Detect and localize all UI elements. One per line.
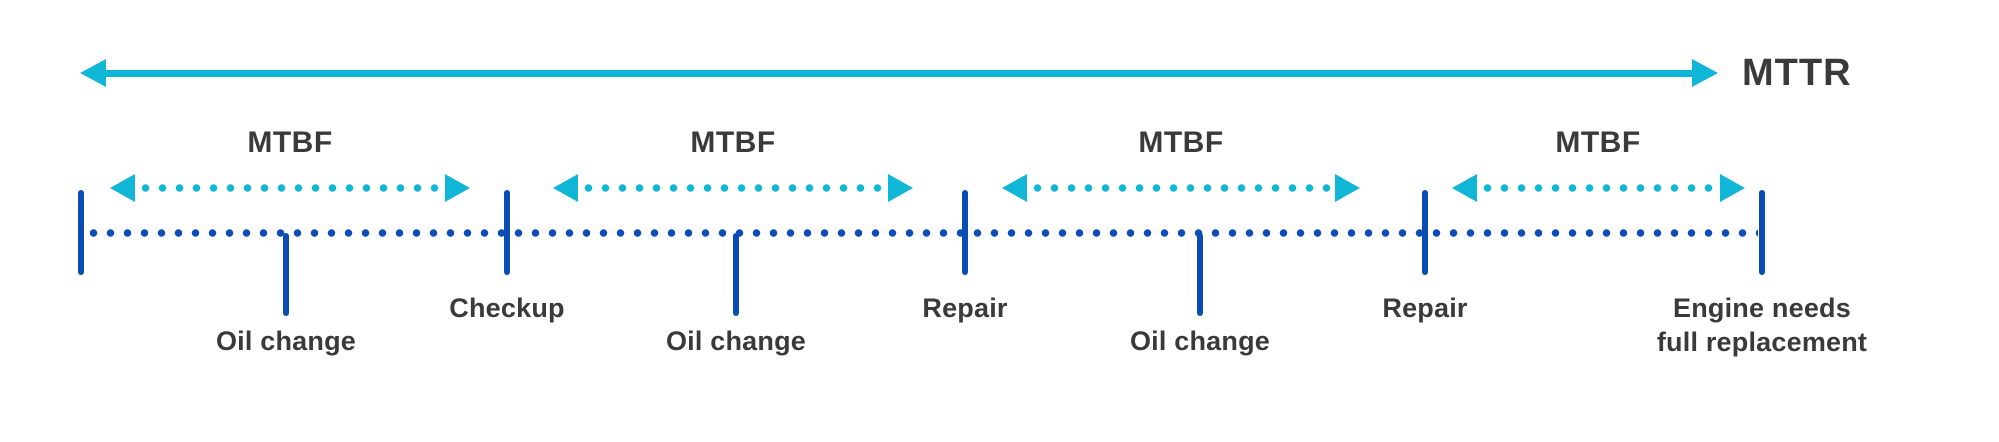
repair-tick-1 — [962, 190, 968, 275]
oil-change-tick-2 — [733, 233, 739, 316]
event-label-line-2: full replacement — [1656, 327, 1868, 357]
mttr-arrow-shaft — [100, 70, 1698, 77]
dotted-span — [1029, 184, 1333, 192]
timeline-start-tick — [78, 190, 84, 275]
arrow-left-icon — [1452, 174, 1477, 202]
event-label-oil-change-2: Oil change — [665, 326, 807, 356]
mtbf-label-3: MTBF — [1138, 126, 1224, 159]
arrow-left-icon — [80, 59, 106, 87]
repair-tick-2 — [1422, 190, 1428, 275]
arrow-left-icon — [1002, 174, 1027, 202]
arrow-left-icon — [553, 174, 578, 202]
dotted-span — [1479, 184, 1718, 192]
mtbf-arrow-2 — [553, 174, 913, 202]
arrow-right-icon — [1692, 59, 1718, 87]
event-label-repair-2: Repair — [1382, 293, 1468, 323]
mtbf-arrow-3 — [1002, 174, 1360, 202]
mtbf-arrow-1 — [110, 174, 470, 202]
event-label-line-1: Engine needs — [1673, 293, 1851, 323]
dotted-span — [580, 184, 886, 192]
event-label-oil-change-3: Oil change — [1129, 326, 1271, 356]
timeline-dotted-line — [85, 229, 1758, 237]
arrow-right-icon — [1720, 174, 1745, 202]
mttr-label: MTTR — [1742, 52, 1852, 94]
checkup-tick — [504, 190, 510, 275]
event-label-oil-change-1: Oil change — [215, 326, 357, 356]
timeline-end-tick — [1759, 190, 1765, 275]
arrow-left-icon — [110, 174, 135, 202]
arrow-right-icon — [445, 174, 470, 202]
arrow-right-icon — [888, 174, 913, 202]
event-label-checkup: Checkup — [449, 293, 565, 323]
mtbf-label-2: MTBF — [690, 126, 776, 159]
event-label-engine-replacement: Engine needs full replacement — [1592, 291, 1932, 359]
mtbf-label-4: MTBF — [1555, 126, 1641, 159]
oil-change-tick-3 — [1197, 233, 1203, 316]
oil-change-tick-1 — [283, 233, 289, 316]
arrow-right-icon — [1335, 174, 1360, 202]
dotted-span — [137, 184, 443, 192]
event-label-repair-1: Repair — [922, 293, 1008, 323]
mtbf-label-1: MTBF — [247, 126, 333, 159]
mtbf-arrow-4 — [1452, 174, 1745, 202]
